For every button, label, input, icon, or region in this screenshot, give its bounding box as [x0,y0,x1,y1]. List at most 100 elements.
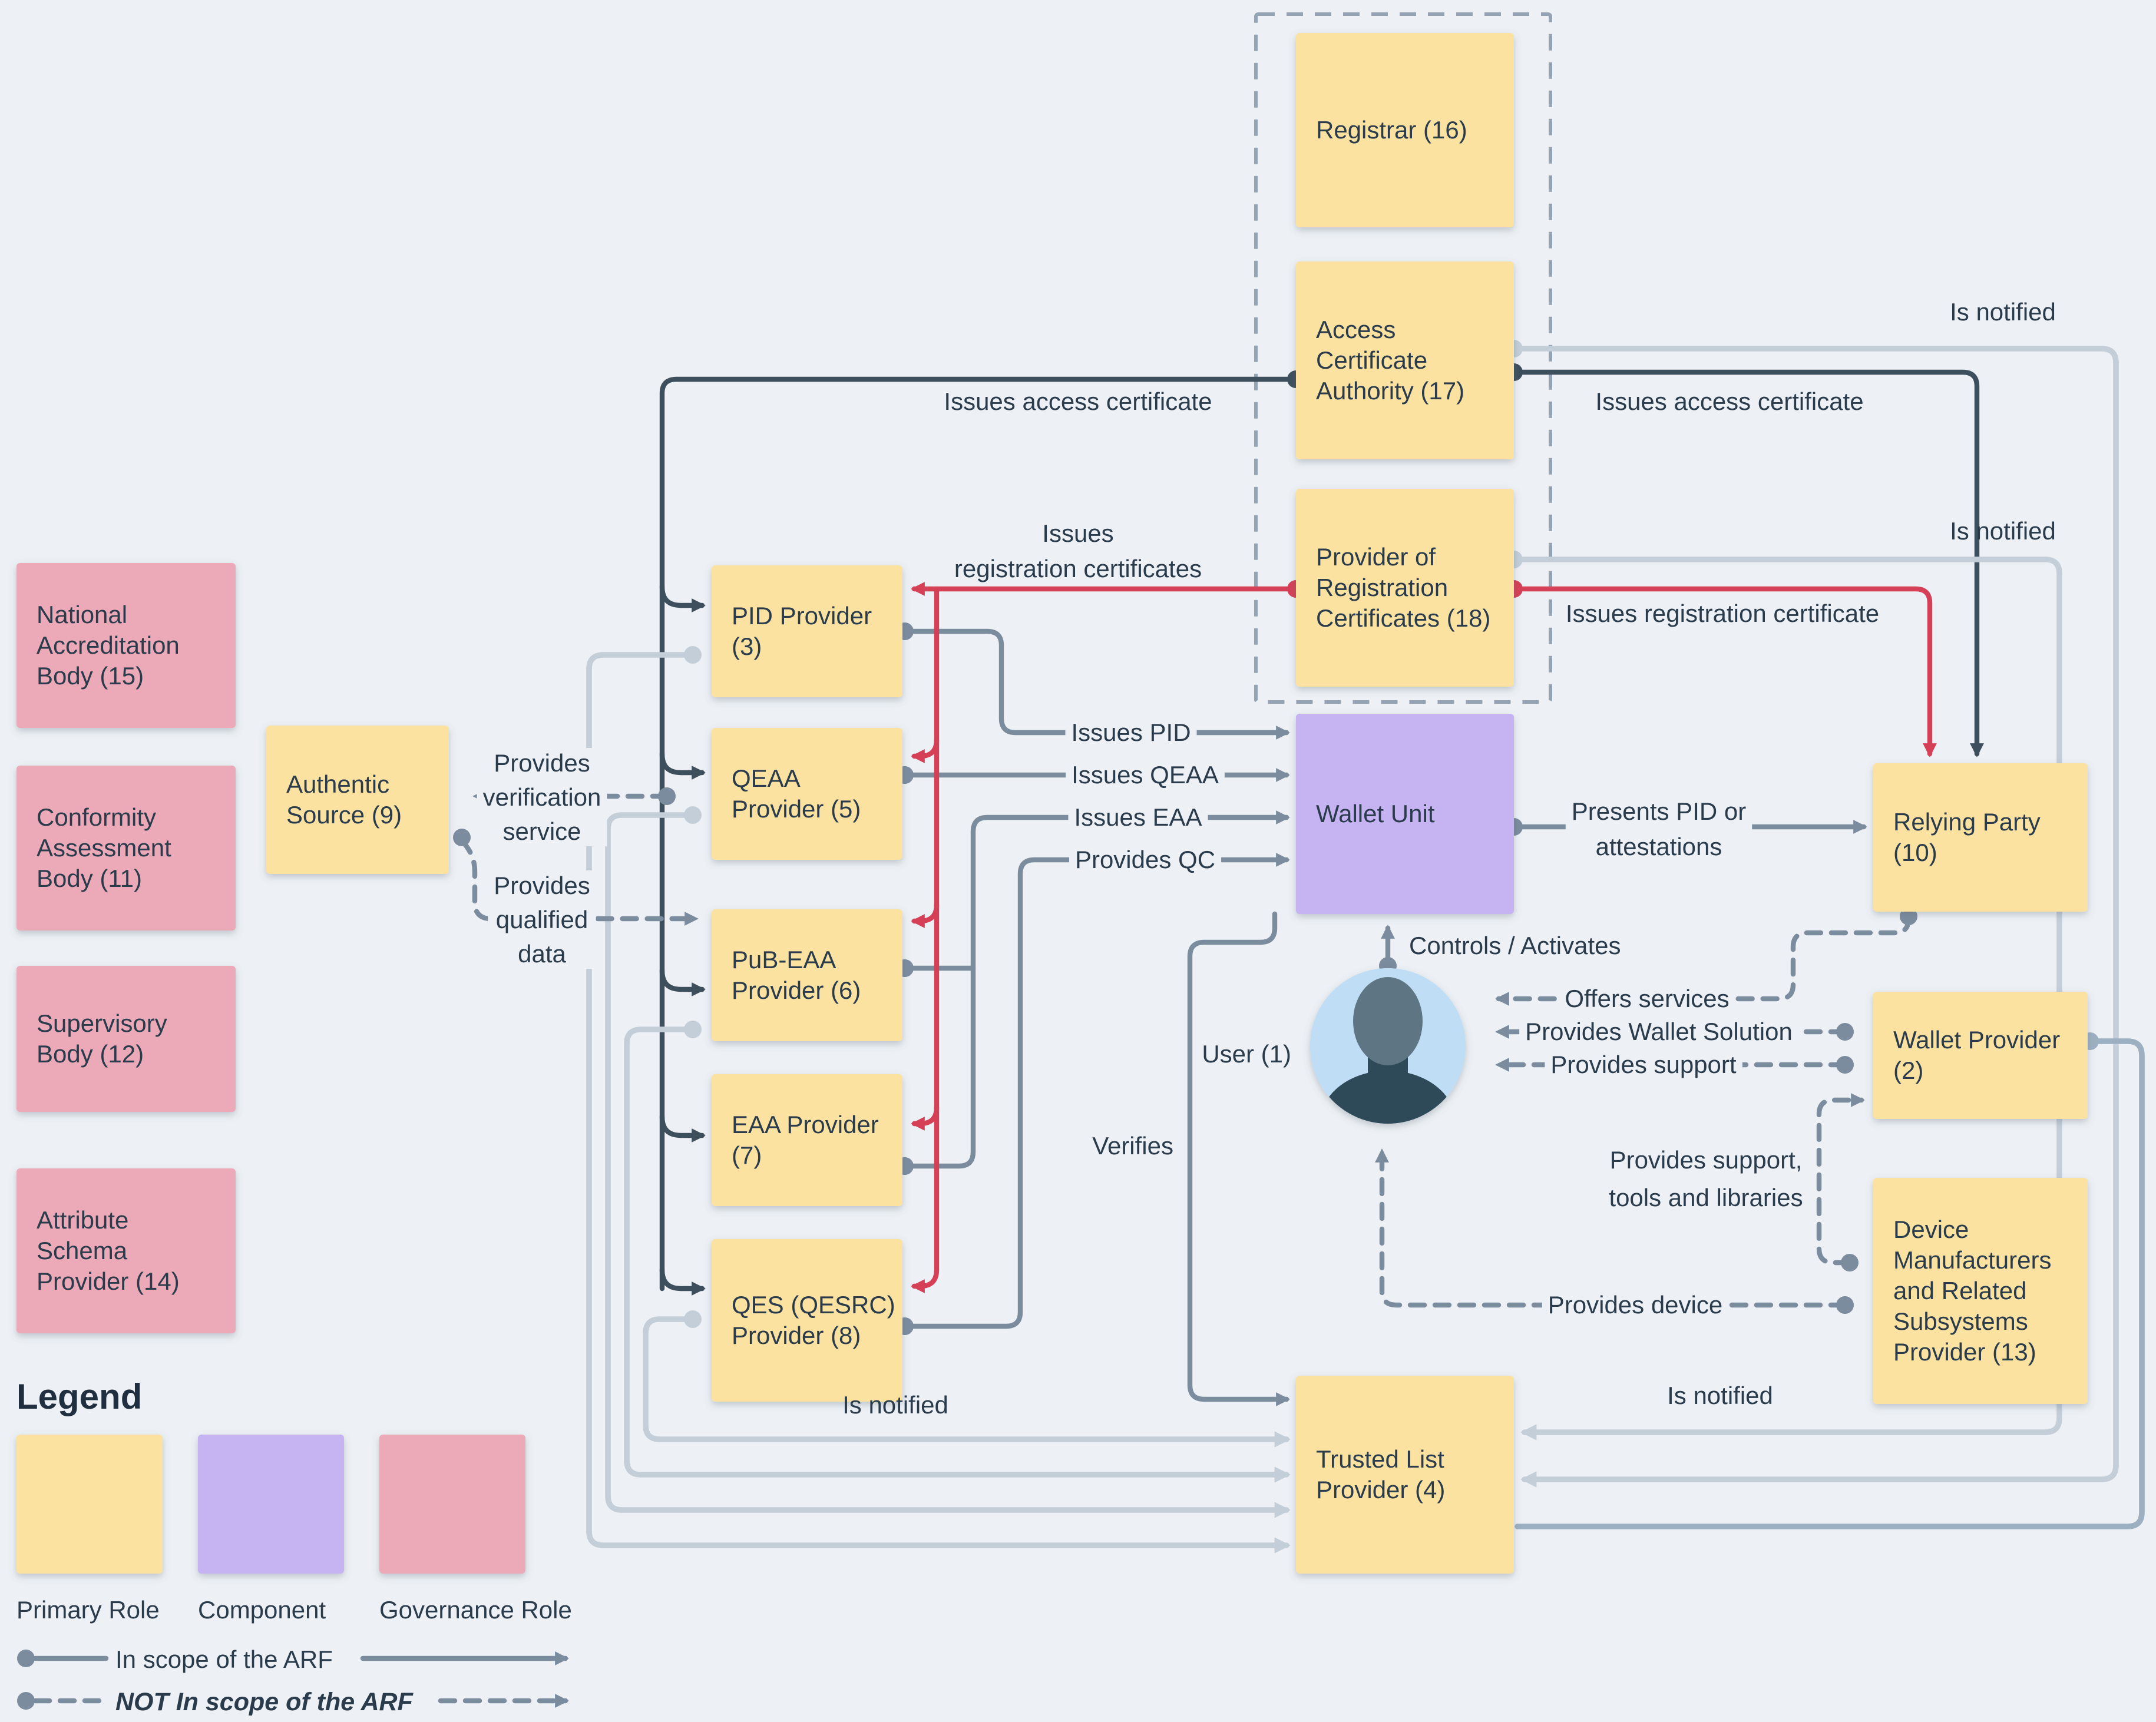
edge-issues-access-cert-pid [659,584,706,612]
edge-provides-support-tools-libraries [1816,1093,1865,1266]
edge-issues-access-cert-qeaa [659,751,706,780]
node-wallet-provider: Wallet Provider(2) [1873,992,2088,1119]
edge-is-notified-aca-tlp [1511,346,2119,1488]
label-issues-access-certificate-right: Issues access certificate [1595,388,1863,415]
edge-wallet-provider-tlp [1515,1038,2145,1529]
connector-dot [453,829,471,846]
edge-issues-pid [902,628,1290,740]
legend-swatch-governance [379,1435,525,1574]
node-label-relying-party: Relying Party(10) [1893,808,2041,866]
label-issues-qeaa: Issues QEAA [1072,761,1219,789]
node-box-qes-provider [712,1239,902,1402]
node-box-eaa-provider [712,1074,902,1206]
node-registrar: Registrar (16) [1296,33,1514,227]
edge-issues-reg-certs-pub [911,902,940,928]
edge-issues-reg-cert-relying-party [1511,586,1937,757]
label-backdrop [488,870,596,969]
label-backdrop [1065,717,1197,747]
legend-swatch-component [198,1435,344,1574]
node-label-pid-provider: PID Provider(3) [732,602,872,660]
edge-provides-qc [902,853,1290,1329]
label-provides-device: Provides device [1548,1291,1722,1319]
label-issues-eaa: Issues EAA [1074,803,1202,831]
connector-dot [684,646,702,664]
edge-is-notified-pub-tlp [624,1026,1291,1483]
node-box-registrar [1296,33,1514,227]
label-backdrop [1068,802,1208,832]
label-provides-wallet-solution: Provides Wallet Solution [1525,1018,1793,1045]
label-verifies: Verifies [1092,1132,1173,1160]
label-is-notified-mid-right: Is notified [1950,517,2056,545]
edge-provides-qualified-data [459,838,699,926]
connector-dot [17,1692,35,1710]
edge-issues-access-cert-pub-eaa [659,968,706,996]
node-qes-provider: QES (QESRC)Provider (8) [712,1239,902,1402]
edge-verifies [1187,911,1290,1406]
label-backdrop [477,748,607,846]
label-backdrop [1069,845,1222,875]
node-eaa-provider: EAA Provider(7) [712,1074,902,1206]
label-backdrop [1565,796,1752,862]
label-provides-support-tools: Provides support,tools and libraries [1609,1146,1803,1211]
node-label-registrar: Registrar (16) [1316,116,1467,144]
connector-dot [684,1021,702,1038]
connector-dot [1841,1254,1859,1271]
connector-dot [684,806,702,824]
node-box-qeaa-provider [712,728,902,860]
label-controls-activates: Controls / Activates [1409,932,1621,959]
user-avatar: User (1) [1202,968,1466,1124]
label-issues-pid: Issues PID [1071,718,1191,746]
connector-dot [684,1310,702,1328]
user-avatar-silhouette [1321,977,1455,1124]
legend-label-primary: Primary Role [16,1596,160,1624]
legend-label-component: Component [198,1596,326,1624]
edge-is-notified-qeaa-tlp [605,812,1291,1518]
edge-is-notified-pid-tlp [586,652,1291,1554]
label-is-notified-top-right: Is notified [1950,298,2056,326]
label-provides-qc: Provides QC [1075,846,1215,873]
edge-offers-services [1495,913,1912,1006]
node-box-device-manufacturers [1873,1178,2088,1404]
node-label-wallet-unit: Wallet Unit [1316,800,1435,827]
label-backdrop [1066,760,1225,790]
edge-issues-reg-certs-qes [911,586,940,1293]
node-box-provider-registration-certificates [1296,489,1514,687]
label-legend-not-in-scope: NOT In scope of the ARF [115,1688,414,1716]
label-legend-title: Legend [16,1377,142,1416]
node-box-national-accreditation-body [16,563,236,728]
connector-dot [1836,1056,1854,1074]
label-issues-registration-certificate: Issues registration certificate [1566,600,1879,627]
node-box-pub-eaa-provider [712,909,902,1041]
node-box-access-certificate-authority [1296,261,1514,459]
edge-issues-access-cert-eaa [659,1114,706,1143]
edge-issues-reg-certs-qeaa [911,737,940,763]
label-offers-services: Offers services [1565,985,1729,1012]
label-provides-support: Provides support [1550,1051,1736,1078]
edge-issues-access-cert-qes [659,1267,706,1296]
node-wallet-unit: Wallet Unit [1296,714,1514,914]
label-is-notified-bottom-right: Is notified [1667,1382,1773,1409]
label-backdrop [1519,1016,1798,1047]
node-label-qes-provider: QES (QESRC)Provider (8) [732,1291,895,1349]
node-box-pid-provider [712,565,902,697]
edge-is-notified-qes-tlp [643,1316,1291,1448]
legend-swatch-primary [16,1435,163,1574]
